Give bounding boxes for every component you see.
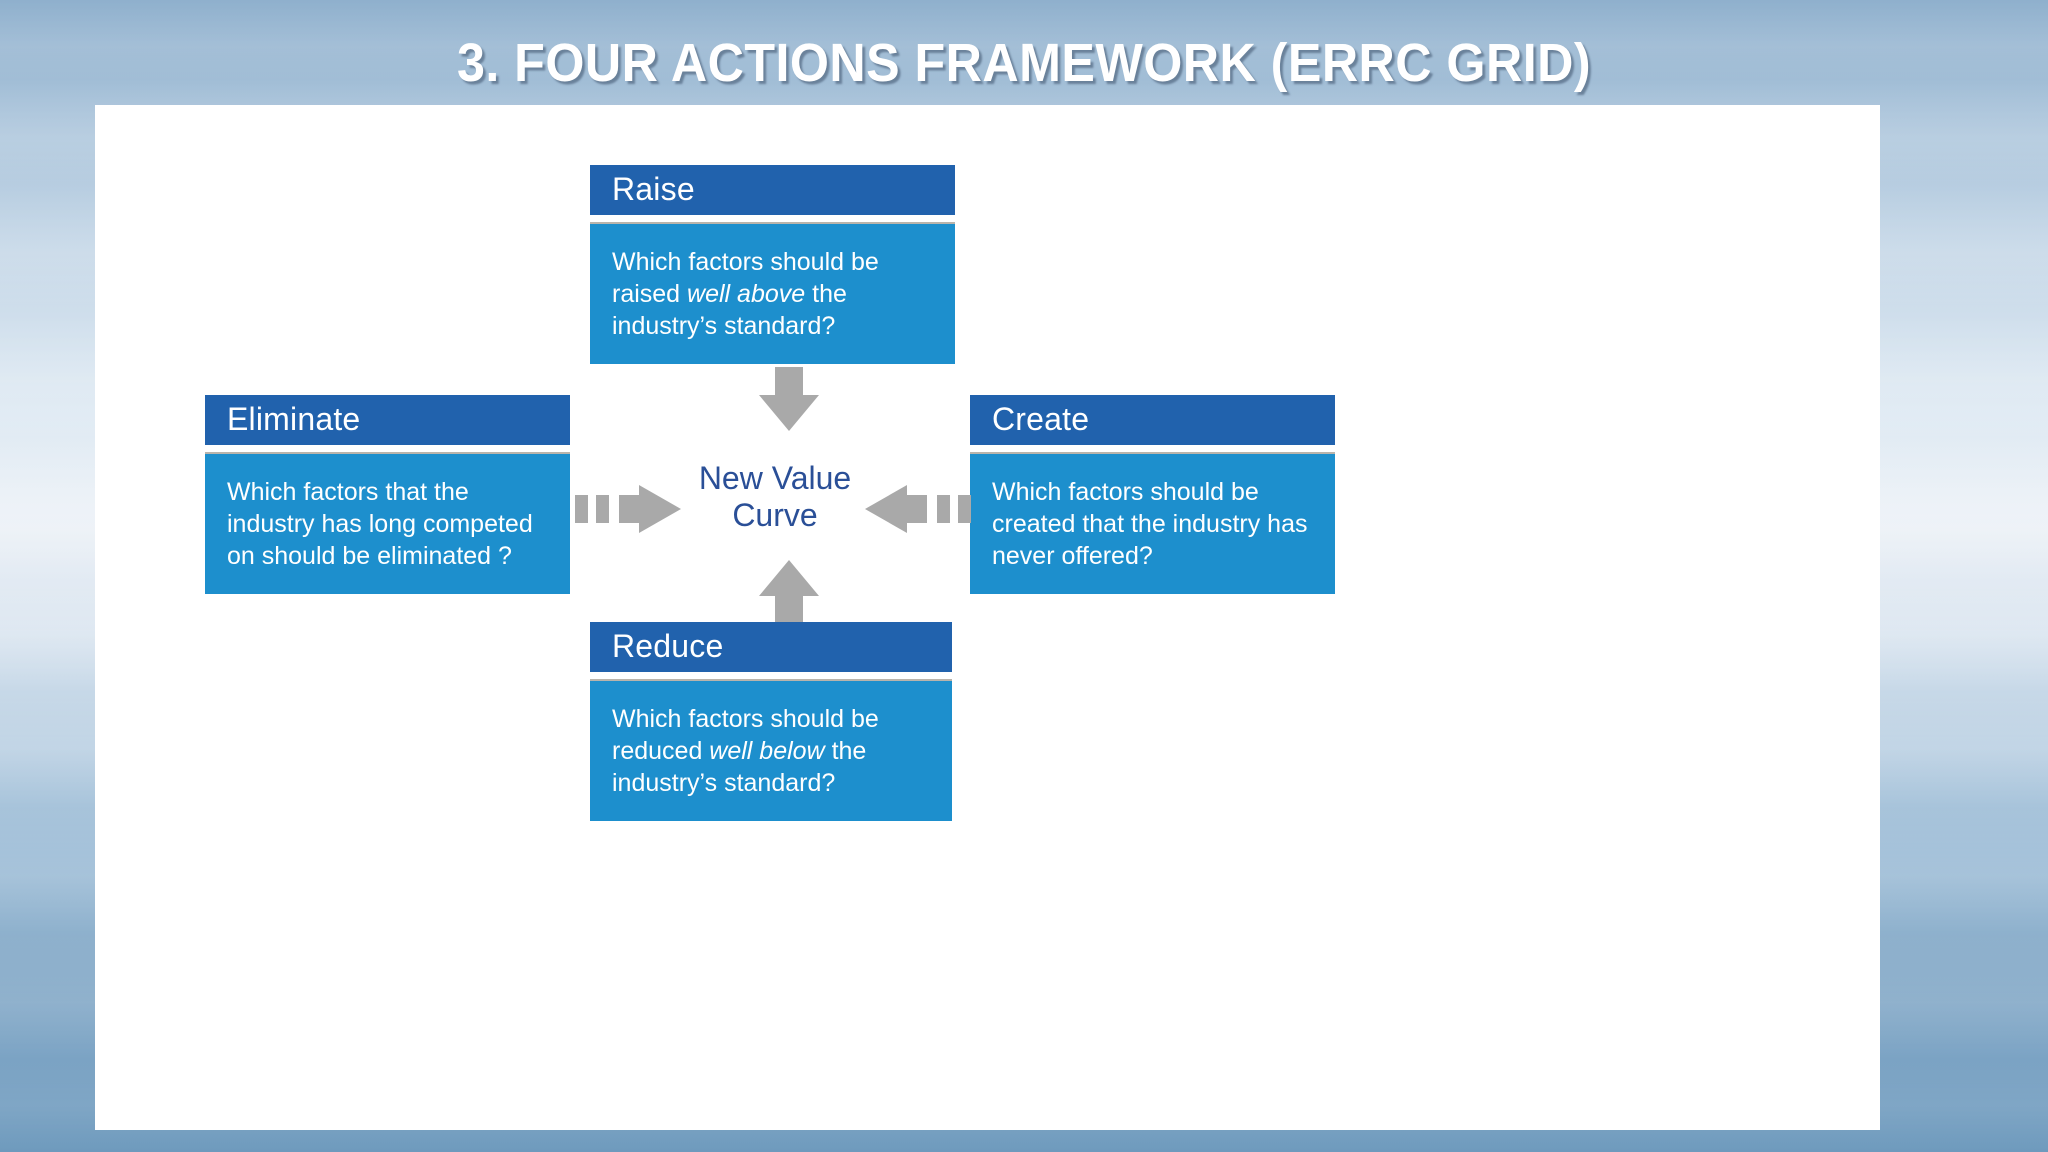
center-label-line-2: Curve [732, 496, 818, 533]
arrow-right-dash-2 [596, 495, 609, 523]
errc-box-eliminate-heading: Eliminate [205, 395, 570, 445]
errc-box-create-body: Which factors should be created that the… [970, 454, 1335, 594]
arrow-left-stem [899, 495, 927, 523]
arrow-right-head [639, 485, 681, 533]
divider-gap [590, 215, 955, 222]
errc-box-reduce-heading: Reduce [590, 622, 952, 672]
arrow-down-head [759, 395, 819, 431]
arrow-down-icon [759, 367, 819, 431]
create-body-pre: Which factors should be created that the… [992, 478, 1308, 570]
reduce-body-post: the industry’s standard? [612, 737, 867, 797]
center-label-line-1: New Value [698, 460, 852, 496]
errc-box-raise[interactable]: Raise Which factors should be raised wel… [590, 165, 955, 364]
errc-box-reduce-body: Which factors should be reduced well bel… [590, 681, 952, 821]
errc-box-create[interactable]: Create Which factors should be created t… [970, 395, 1335, 594]
raise-body-emphasis: well above [687, 280, 806, 308]
errc-box-raise-heading: Raise [590, 165, 955, 215]
divider-rule [205, 452, 570, 454]
divider-gap [970, 445, 1335, 452]
errc-box-eliminate-body: Which factors that the industry has long… [205, 454, 570, 594]
arrow-left-dash-1 [937, 495, 950, 523]
errc-box-reduce[interactable]: Reduce Which factors should be reduced w… [590, 622, 952, 821]
page-title: 3. FOUR ACTIONS FRAMEWORK (ERRC GRID) [456, 33, 1592, 93]
divider-gap [205, 445, 570, 452]
errc-box-create-heading: Create [970, 395, 1335, 445]
arrow-up-icon [759, 560, 819, 622]
divider-rule [970, 452, 1335, 454]
arrow-right-dash-1 [575, 495, 588, 523]
reduce-body-pre: Which factors should be reduced [612, 705, 879, 765]
arrow-down-stem [775, 367, 803, 397]
raise-body-post: the industry’s standard? [612, 280, 847, 340]
errc-box-eliminate[interactable]: Eliminate Which factors that the industr… [205, 395, 570, 594]
reduce-body-emphasis: well below [709, 737, 825, 765]
raise-body-pre: Which factors should be raised [612, 248, 879, 308]
arrow-left-dash-2 [958, 495, 971, 523]
divider-rule [590, 222, 955, 224]
errc-box-raise-body: Which factors should be raised well abov… [590, 224, 955, 364]
new-value-curve-label: New Value Curve [680, 460, 870, 534]
divider-gap [590, 672, 952, 679]
arrow-right-icon [575, 485, 681, 533]
content-panel: Raise Which factors should be raised wel… [95, 105, 1880, 1130]
arrow-up-head [759, 560, 819, 596]
eliminate-body-pre: Which factors that the industry has long… [227, 478, 533, 570]
arrow-up-stem [775, 594, 803, 622]
divider-rule [590, 679, 952, 681]
arrow-left-icon [865, 485, 971, 533]
